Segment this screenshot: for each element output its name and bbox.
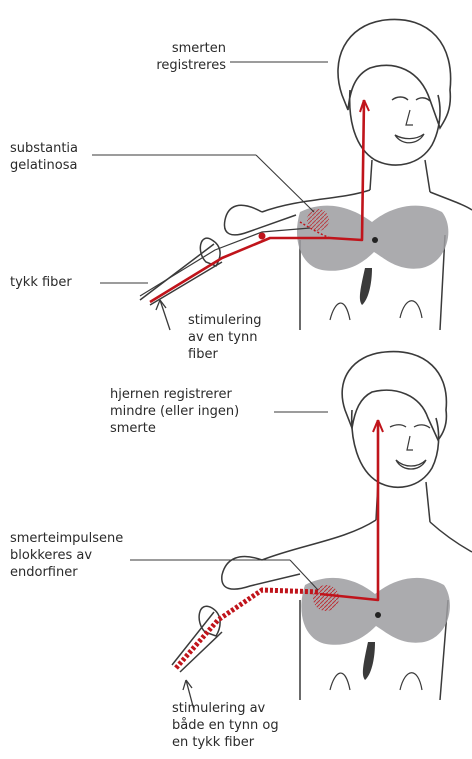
top-thin-fiber-red <box>150 100 364 302</box>
label-pain-registered: smerten registreres <box>118 40 226 74</box>
bottom-arm <box>222 556 300 589</box>
bottom-fibers-red <box>176 590 320 668</box>
label-brain-registers-less: hjernen registrerer mindre (eller ingen)… <box>110 386 239 437</box>
label-thick-fiber: tykk fiber <box>10 274 72 291</box>
bottom-head-face <box>352 410 439 487</box>
label-impulses-blocked: smerteimpulsene blokkeres av endorfiner <box>10 530 123 581</box>
top-head-hair <box>338 19 451 128</box>
bottom-head-hair <box>342 352 446 440</box>
label-substantia-gelatinosa: substantia gelatinosa <box>10 140 78 174</box>
label-stim-both-fibers: stimulering av både en tynn og en tykk f… <box>172 700 279 751</box>
top-torso <box>262 190 472 330</box>
label-stim-thin-fiber: stimulering av en tynn fiber <box>188 312 261 363</box>
